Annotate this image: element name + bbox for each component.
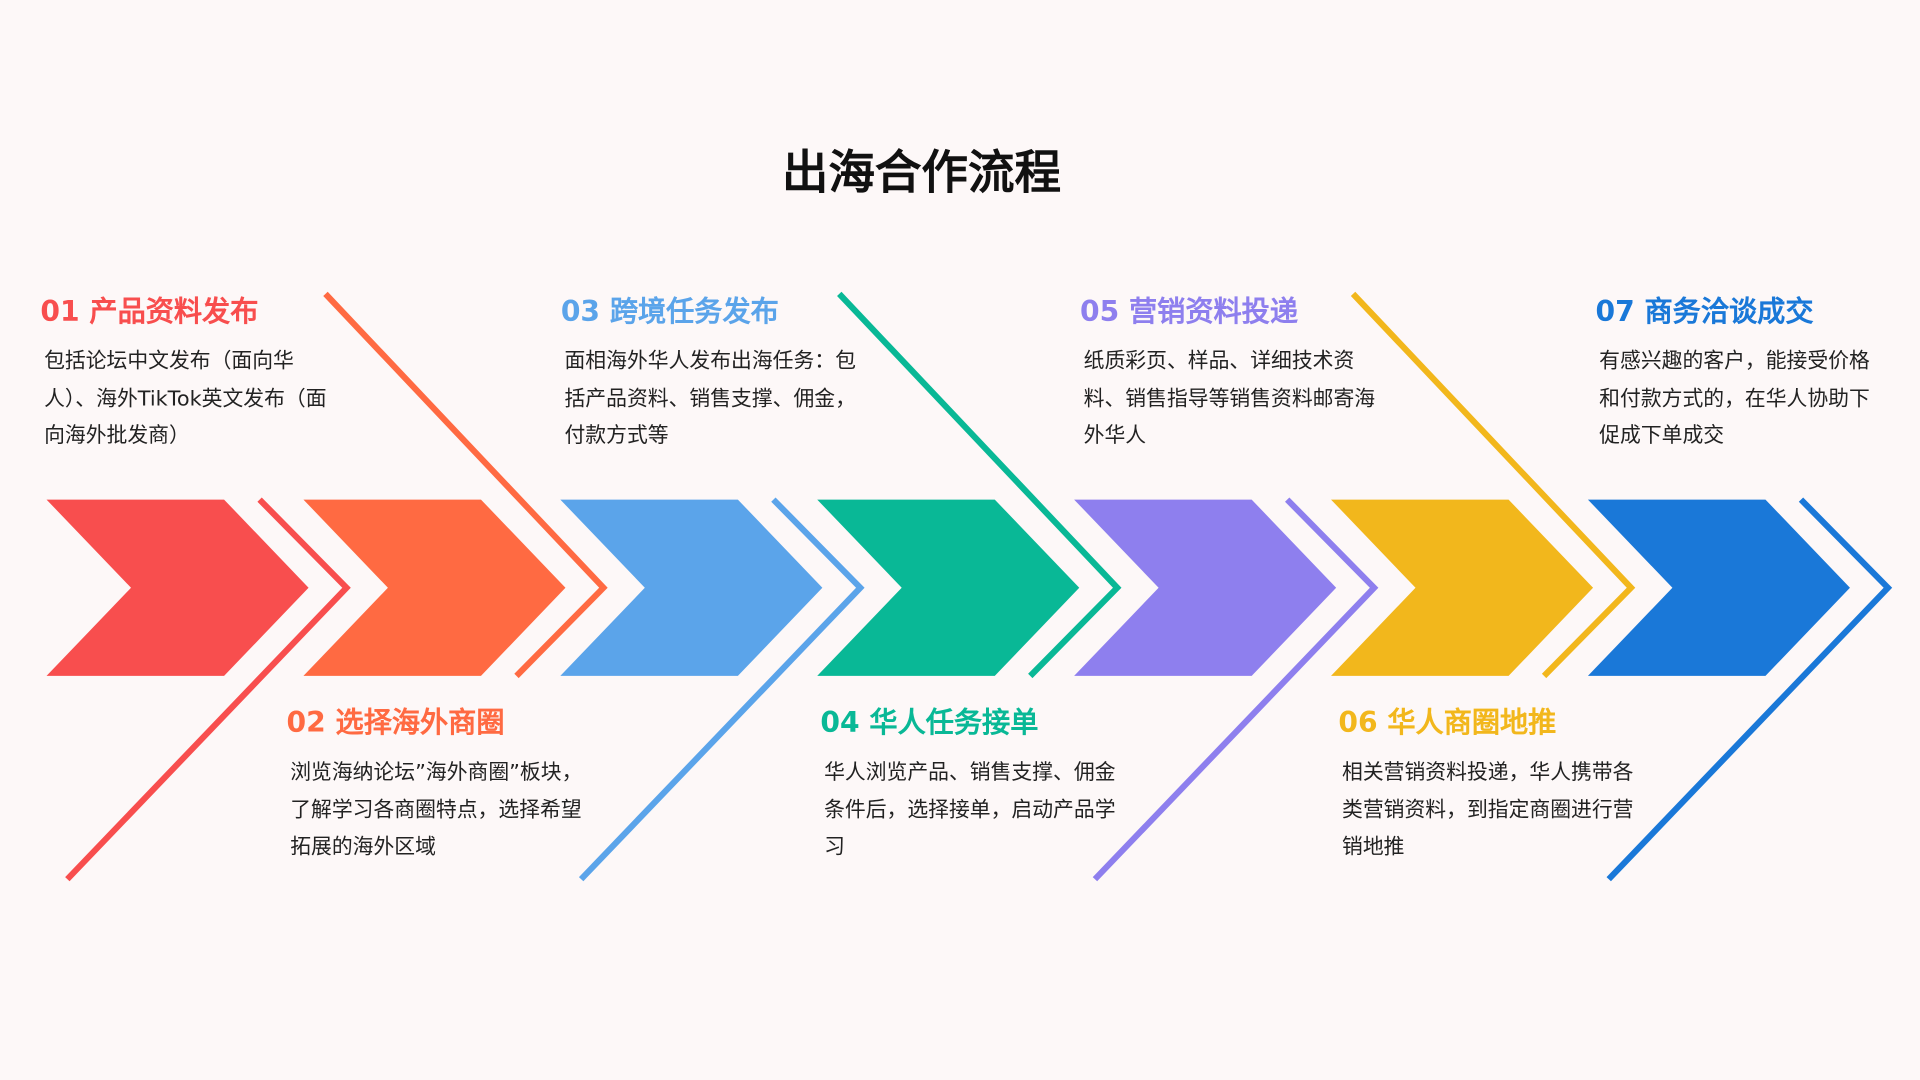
guide-line-03	[578, 497, 865, 882]
guide-line-06	[1350, 291, 1636, 679]
step-heading: 07 商务洽谈成交	[1595, 296, 1814, 329]
step-05: 05 营销资料投递 纸质彩页、样品、详细技术资料、销售指导等销售资料邮寄海外华人	[1080, 294, 1380, 455]
step-description: 面相海外华人发布出海任务：包括产品资料、销售支撑、佣金，付款方式等	[564, 348, 856, 449]
chevron-07	[1587, 499, 1850, 676]
step-description: 包括论坛中文发布（面向华人）、海外TikTok英文发布（面向海外批发商）	[44, 348, 327, 449]
step-heading: 01 产品资料发布	[40, 296, 259, 329]
chevron-04	[817, 499, 1080, 676]
step-description: 有感兴趣的客户，能接受价格和付款方式的，在华人协助下促成下单成交	[1599, 348, 1870, 449]
step-heading: 06 华人商圈地推	[1338, 707, 1557, 740]
step-01: 01 产品资料发布 包括论坛中文发布（面向华人）、海外TikTok英文发布（面向…	[40, 294, 340, 455]
step-description: 相关营销资料投递，华人携带各类营销资料，到指定商圈进行营销地推	[1342, 760, 1634, 860]
guide-line-07	[1606, 497, 1893, 882]
step-description: 华人浏览产品、销售支撑、佣金条件后，选择接单，启动产品学习	[824, 760, 1116, 860]
step-heading: 05 营销资料投递	[1080, 296, 1298, 329]
guide-line-01	[65, 497, 351, 882]
step-heading: 03 跨境任务发布	[560, 296, 779, 329]
step-04: 04 华人任务接单 华人浏览产品、销售支撑、佣金条件后，选择接单，启动产品学习	[820, 705, 1120, 866]
guide-line-04	[837, 291, 1122, 679]
step-02: 02 选择海外商圈 浏览海纳论坛”海外商圈”板块，了解学习各商圈特点，选择希望拓…	[287, 705, 587, 866]
step-03: 03 跨境任务发布 面相海外华人发布出海任务：包括产品资料、销售支撑、佣金，付款…	[561, 294, 861, 455]
chevron-05	[1074, 499, 1337, 676]
chevron-02	[303, 499, 566, 676]
guide-line-05	[1092, 497, 1379, 882]
step-heading: 02 选择海外商圈	[286, 707, 505, 740]
step-description: 纸质彩页、样品、详细技术资料、销售指导等销售资料邮寄海外华人	[1083, 348, 1376, 449]
guide-line-02	[323, 291, 608, 679]
chevron-06	[1331, 499, 1594, 676]
step-heading: 04 华人任务接单	[820, 707, 1039, 740]
step-07: 07 商务洽谈成交 有感兴趣的客户，能接受价格和付款方式的，在华人协助下促成下单…	[1596, 294, 1884, 455]
chevron-03	[560, 499, 823, 676]
step-description: 浏览海纳论坛”海外商圈”板块，了解学习各商圈特点，选择希望拓展的海外区域	[290, 760, 583, 860]
chevron-01	[46, 499, 309, 676]
page-title: 出海合作流程	[781, 145, 1062, 200]
step-06: 06 华人商圈地推 相关营销资料投递，华人携带各类营销资料，到指定商圈进行营销地…	[1338, 705, 1638, 866]
